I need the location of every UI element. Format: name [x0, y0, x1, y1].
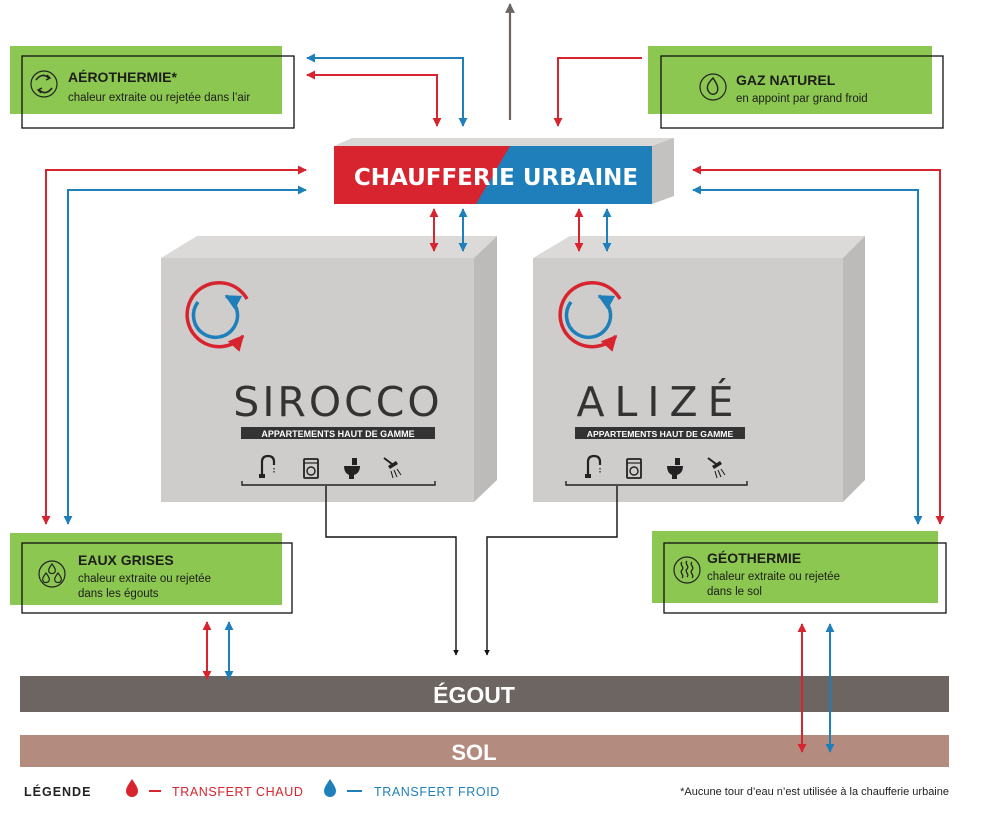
- sirocco-tagline: APPARTEMENTS HAUT DE GAMME: [261, 429, 414, 439]
- aerothermie-box: AÉROTHERMIE* chaleur extraite ou rejetée…: [10, 46, 295, 129]
- legend: LÉGENDE TRANSFERT CHAUD TRANSFERT FROID …: [24, 779, 949, 799]
- legend-cold-label: TRANSFERT FROID: [374, 785, 500, 799]
- alize-drain-arrow: [484, 486, 618, 656]
- eaux-title: EAUX GRISES: [78, 552, 174, 568]
- geo-hot-arrow: [692, 165, 945, 525]
- aerothermie-hot-arrow: [306, 70, 442, 127]
- recirculation-icon: [558, 280, 622, 352]
- aerothermie-title: AÉROTHERMIE*: [68, 69, 177, 85]
- faucet-icon: [585, 454, 602, 478]
- water-drops-icon: [38, 560, 66, 588]
- eaux-subtitle-2: dans les égouts: [78, 588, 159, 600]
- geo-subtitle-2: dans le sol: [707, 586, 762, 598]
- gaz-naturel-box: GAZ NATUREL en appoint par grand froid: [648, 46, 944, 129]
- footnote: *Aucune tour d’eau n’est utilisée à la c…: [680, 786, 949, 798]
- sol-label: SOL: [451, 740, 496, 765]
- geo-cold-arrow: [692, 185, 923, 525]
- alize-building: ALIZÉ APPARTEMENTS HAUT DE GAMME: [533, 236, 865, 502]
- legend-title: LÉGENDE: [24, 784, 91, 799]
- eaux-hot-arrow: [41, 165, 307, 525]
- toilet-icon: [344, 458, 360, 479]
- shower-icon: [383, 457, 402, 479]
- toilet-icon: [667, 458, 683, 479]
- egout-band: ÉGOUT: [20, 676, 949, 712]
- flame-icon: [699, 73, 727, 101]
- sirocco-building: SIROCCO APPARTEMENTS HAUT DE GAMME: [161, 236, 497, 502]
- gaz-hot-arrow: [553, 57, 642, 127]
- aerothermie-cold-arrow: [306, 53, 468, 127]
- sirocco-name: SIROCCO: [233, 378, 442, 426]
- geothermie-box: GÉOTHERMIE chaleur extraite ou rejetée d…: [652, 531, 947, 614]
- hot-drop-icon: [126, 779, 138, 797]
- washing-machine-icon: [626, 458, 642, 479]
- recycle-arrows-icon: [30, 70, 58, 98]
- eaux-subtitle-1: chaleur extraite ou rejetée: [78, 573, 211, 585]
- heat-waves-icon: [673, 556, 701, 584]
- flow-arrows: [41, 3, 945, 753]
- aerothermie-subtitle: chaleur extraite ou rejetée dans l’air: [68, 92, 250, 104]
- geo-subtitle-1: chaleur extraite ou rejetée: [707, 571, 840, 583]
- alize-tagline: APPARTEMENTS HAUT DE GAMME: [587, 429, 734, 439]
- chaufferie-urbaine: CHAUFFERIE URBAINE: [334, 138, 674, 204]
- legend-hot-label: TRANSFERT CHAUD: [172, 785, 303, 799]
- chaufferie-label: CHAUFFERIE URBAINE: [354, 165, 638, 191]
- eaux-grises-box: EAUX GRISES chaleur extraite ou rejetée …: [10, 533, 293, 614]
- gaz-title: GAZ NATUREL: [736, 72, 836, 88]
- eaux-cold-arrow: [63, 185, 307, 525]
- alize-name: ALIZÉ: [577, 378, 744, 426]
- cold-drop-icon: [324, 779, 336, 797]
- egout-label: ÉGOUT: [433, 681, 515, 708]
- sol-band: SOL: [20, 735, 949, 767]
- geo-title: GÉOTHERMIE: [707, 550, 801, 566]
- sirocco-drain-arrow: [325, 486, 459, 656]
- gaz-subtitle: en appoint par grand froid: [736, 93, 868, 105]
